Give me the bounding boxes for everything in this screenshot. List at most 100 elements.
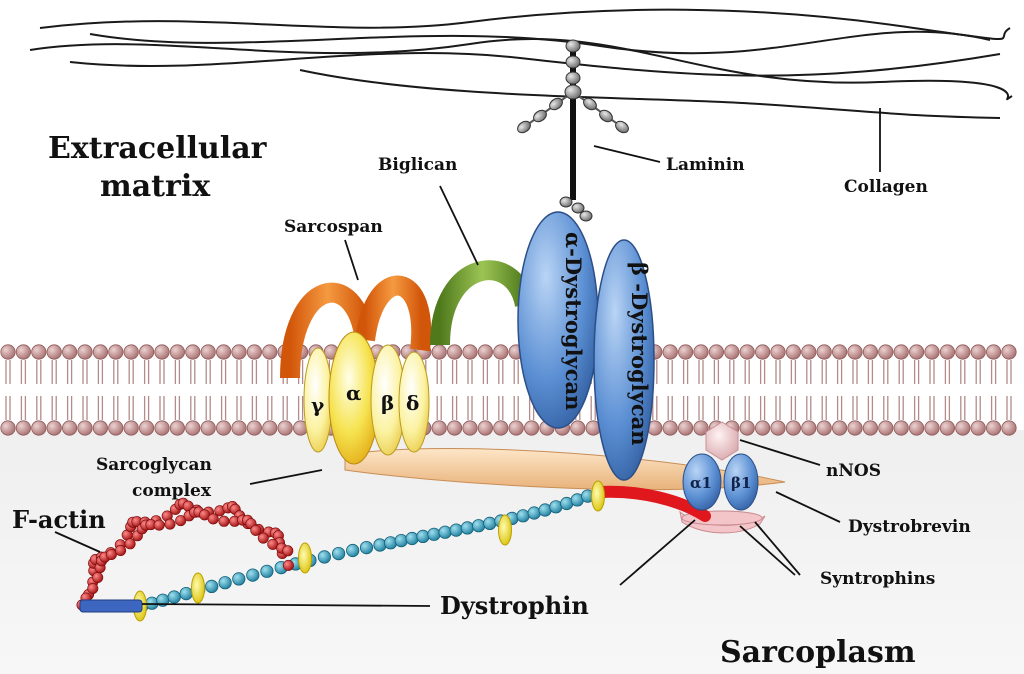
f-actin-filament [76, 497, 294, 611]
lipid-head [770, 420, 786, 436]
lipid-head [908, 344, 925, 360]
sarcospan [280, 275, 432, 379]
label-alpha: α [346, 381, 361, 405]
label-sarcoplasm: Sarcoplasm [720, 635, 916, 670]
label-collagen: Collagen [844, 177, 928, 197]
actin-monomer [124, 538, 136, 550]
lipid-head [955, 344, 971, 360]
lipid-head [493, 420, 509, 436]
lipid-head [801, 344, 817, 360]
lipid-head [123, 420, 139, 436]
lipid-head [446, 344, 463, 360]
lipid-head [200, 344, 216, 360]
lipid-head [154, 344, 170, 360]
syntrophin-alpha1 [682, 453, 722, 511]
lipid-head [185, 344, 201, 360]
lipid-head [847, 344, 863, 360]
dystrophin-bead [373, 538, 387, 552]
lipid-head [878, 420, 894, 436]
label-alpha-dystroglycan: α-Dystroglycan [561, 232, 586, 410]
lipid-head [246, 344, 262, 360]
lipid-head [77, 420, 93, 436]
lipid-head [985, 420, 1002, 436]
actin-monomer [257, 532, 269, 544]
dystrophin-hinge [298, 542, 312, 574]
lipid-head [847, 420, 863, 436]
lipid-head [61, 420, 78, 436]
lipid-head [908, 420, 925, 436]
lipid-head [15, 420, 32, 436]
lipid-head [985, 344, 1002, 360]
lipid-head [493, 344, 509, 360]
label-pointers [54, 108, 881, 607]
lipid-head [662, 344, 678, 360]
dystrophin-bead [405, 531, 419, 546]
dystrophin-n-terminus [79, 599, 143, 613]
lipid-head [754, 344, 771, 360]
dystrophin-hinge [191, 572, 205, 604]
dystrophin-bead [416, 529, 430, 544]
label-biglican: Biglican [378, 155, 457, 175]
label-dystrophin: Dystrophin [440, 591, 589, 620]
lipid-head [92, 344, 109, 360]
lipid-head [862, 420, 879, 436]
lipid-head [446, 420, 463, 436]
dystrophin-bead [438, 525, 452, 539]
label-gamma: γ [311, 393, 325, 417]
lipid-head [1001, 420, 1017, 436]
sarcoglycan-complex [303, 331, 430, 465]
lipid-head [231, 420, 247, 436]
dystrophin-bead [317, 550, 331, 564]
dystrophin-c-terminus [594, 485, 711, 522]
lipid-head [693, 420, 709, 436]
lipid-head [970, 420, 986, 436]
lipid-head [231, 344, 247, 360]
lipid-head [123, 344, 139, 360]
dystrophin-bead [218, 576, 232, 590]
actin-monomer [282, 559, 294, 571]
lipid-head [816, 420, 832, 436]
lipid-head [816, 344, 832, 360]
lipid-head [939, 420, 956, 436]
lipid-head [955, 420, 971, 436]
actin-monomer [250, 524, 262, 536]
label-nnos: nNOS [826, 461, 881, 481]
lipid-head [523, 420, 540, 436]
lipid-head [693, 344, 709, 360]
dystrophin-bead [232, 572, 246, 586]
lipid-head [831, 420, 848, 436]
label-beta: β [381, 391, 394, 415]
lipid-head [831, 344, 848, 360]
lipid-head [262, 420, 278, 436]
lipid-head [785, 420, 802, 436]
lipid-head [739, 420, 755, 436]
label-matrix: matrix [100, 169, 211, 204]
label-complex: complex [132, 481, 212, 501]
lipid-head [200, 420, 216, 436]
label-dystrobrevin: Dystrobrevin [848, 517, 971, 537]
lipid-head [46, 420, 62, 436]
lipid-head [15, 344, 32, 360]
dystrophin-bead [359, 540, 374, 555]
lipid-head [61, 344, 78, 360]
lipid-head [1001, 344, 1017, 360]
lipid-head [677, 420, 694, 436]
actin-monomer [164, 518, 176, 530]
actin-monomer [153, 519, 165, 531]
lipid-head [924, 344, 940, 360]
syntrophin-beta1 [723, 453, 759, 511]
label-sarcospan: Sarcospan [284, 217, 383, 237]
actin-monomer [207, 513, 219, 525]
dystrophin-bead [483, 516, 497, 531]
dystrophin-bead [383, 536, 398, 550]
lipid-head [92, 420, 109, 436]
lipid-head [939, 344, 956, 360]
lipid-head [154, 420, 170, 436]
lipid-head [878, 344, 894, 360]
actin-monomer [115, 544, 127, 556]
lipid-head [708, 344, 725, 360]
beta-dystroglycan [593, 239, 655, 481]
label-f-actin: F-actin [12, 505, 106, 534]
dystrophin-bead [260, 564, 274, 578]
lipid-head [139, 344, 155, 360]
